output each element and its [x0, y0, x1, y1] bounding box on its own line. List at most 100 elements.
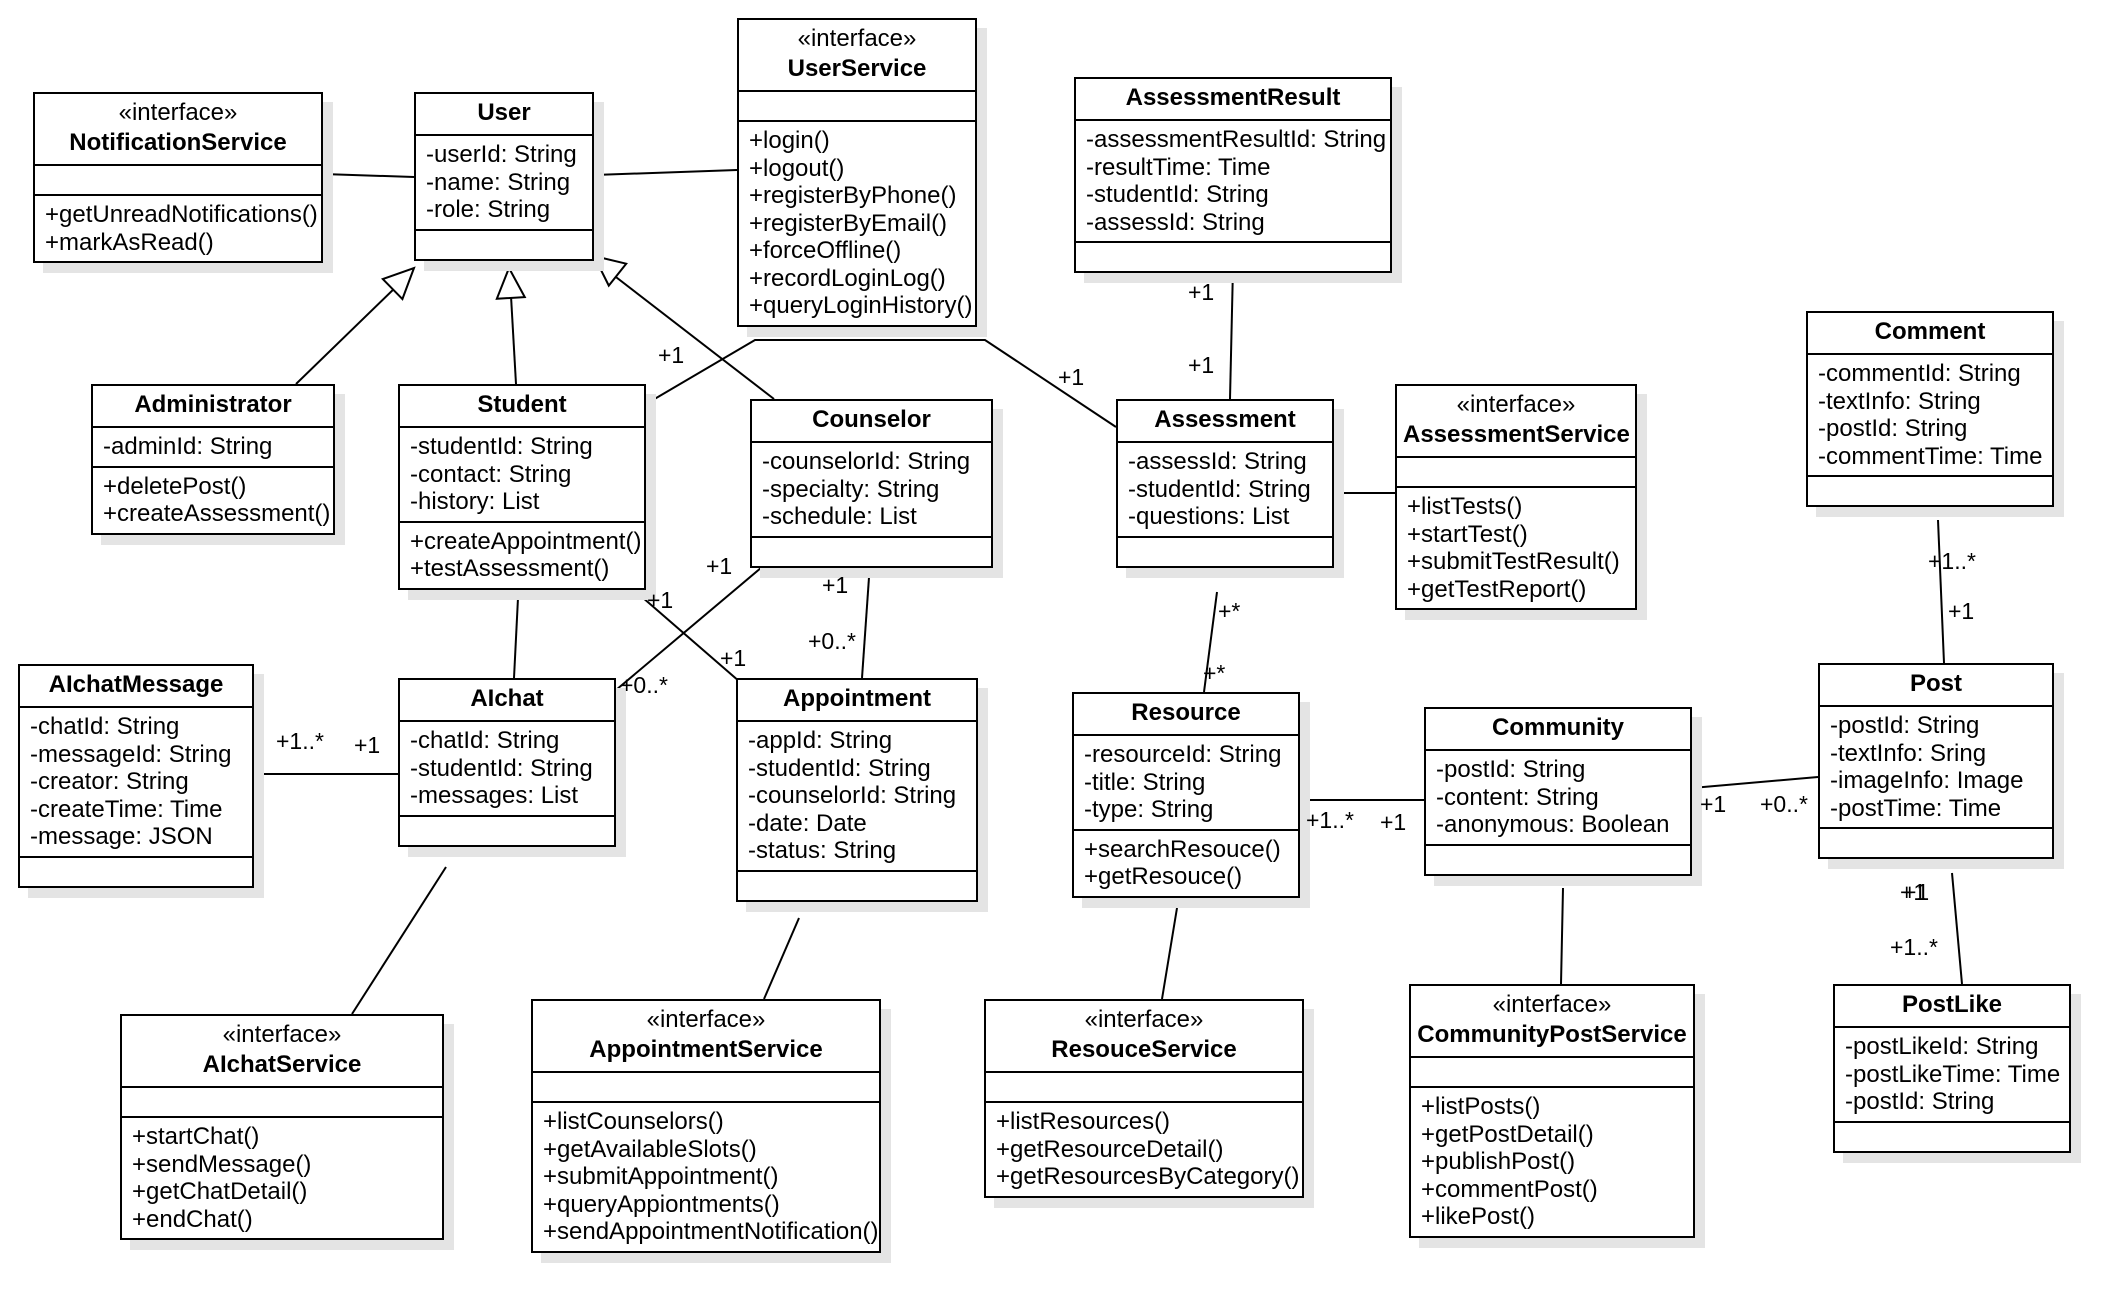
attribute: -adminId: String — [103, 433, 273, 460]
multiplicity-label: +1 — [1900, 879, 1927, 905]
class-name: AssessmentResult — [1125, 84, 1341, 111]
class-name: AssessmentService — [1403, 421, 1630, 448]
stereotype-label: «interface» — [1084, 1006, 1204, 1033]
stereotype-label: «interface» — [646, 1006, 766, 1033]
methods-section: +startChat()+sendMessage()+getChatDetail… — [122, 1118, 442, 1238]
attribute: -studentId: String — [748, 754, 931, 782]
methods-section: +deletePost()+createAssessment() — [93, 468, 333, 533]
methods-section — [752, 538, 991, 566]
attribute: -specialty: String — [762, 475, 940, 503]
attributes-section — [533, 1073, 879, 1103]
class-community: Community-postId: String-content: String… — [1424, 707, 1692, 876]
attribute: -studentId: String — [410, 754, 593, 782]
class-header: AssessmentResult — [1076, 79, 1390, 121]
attributes-section — [1397, 458, 1635, 488]
attributes-section — [739, 92, 975, 122]
class-userservice: «interface»UserService +login()+logout()+… — [737, 18, 977, 327]
multiplicity-label: +0..* — [808, 628, 856, 654]
association-line — [351, 866, 447, 1015]
attribute: -commentId: String — [1818, 360, 2021, 387]
class-header: Counselor — [752, 401, 991, 443]
multiplicity-label: +1 — [1188, 279, 1215, 305]
method: +getTestReport() — [1407, 575, 1587, 603]
class-assessment: Assessment-assessId: String-studentId: S… — [1116, 399, 1334, 568]
methods-section — [1835, 1123, 2069, 1151]
methods-section: +searchResouce()+getResouce() — [1074, 831, 1298, 896]
multiplicity-label: +* — [1218, 598, 1241, 624]
class-notificationservice: «interface»NotificationService+getUnread… — [33, 92, 323, 263]
class-name: AppointmentService — [589, 1036, 823, 1063]
attribute: -userId: String — [426, 141, 577, 168]
methods-section: +listPosts()+getPostDetail()+publishPost… — [1411, 1088, 1693, 1236]
attribute: -name: String — [426, 168, 571, 196]
class-name: Assessment — [1154, 406, 1296, 433]
class-header: «interface»CommunityPostService — [1411, 986, 1693, 1058]
class-appointmentservice: «interface»AppointmentService+listCounse… — [531, 999, 881, 1253]
multiplicity-label: +1 — [647, 587, 674, 613]
methods-section — [20, 858, 252, 886]
association-line — [763, 917, 800, 1000]
class-header: Appointment — [738, 680, 976, 722]
multiplicity-label: +1..* — [276, 728, 324, 754]
method: +registerByEmail() — [749, 209, 948, 237]
class-comment: Comment-commentId: String-textInfo: Stri… — [1806, 311, 2054, 507]
attributes-section: -postLikeId: String-postLikeTime: Time-p… — [1835, 1028, 2069, 1123]
class-resouceservice: «interface»ResouceService+listResources(… — [984, 999, 1304, 1198]
class-header: «interface»UserService — [739, 20, 975, 92]
class-name: Appointment — [783, 685, 931, 712]
attributes-section: -assessmentResultId: String-resultTime: … — [1076, 121, 1390, 243]
methods-section — [1808, 477, 2052, 505]
attribute: -assessId: String — [1128, 448, 1307, 475]
methods-section — [1076, 243, 1390, 271]
multiplicity-label: +1 — [1948, 598, 1975, 624]
methods-section: +login()+logout()+registerByPhone()+regi… — [739, 122, 975, 325]
method: +createAppointment() — [410, 527, 642, 555]
multiplicity-label: +1 — [354, 732, 381, 758]
multiplicity-label: +1 — [720, 645, 747, 671]
class-header: «interface»AssessmentService — [1397, 386, 1635, 458]
class-name: UserService — [787, 55, 927, 82]
class-name: CommunityPostService — [1417, 1021, 1687, 1048]
association-line — [1951, 872, 1963, 985]
multiplicity-label: +1 — [822, 572, 849, 598]
multiplicity-label: +1 — [1058, 364, 1085, 390]
attribute: -message: JSON — [30, 823, 213, 850]
multiplicity-label: +0..* — [620, 672, 668, 698]
attributes-section — [122, 1088, 442, 1118]
attribute: -postId: String — [1436, 756, 1586, 783]
class-aichatmessage: AIchatMessage-chatId: String-messageId: … — [18, 664, 254, 888]
attributes-section: -resourceId: String-title: String-type: … — [1074, 736, 1298, 831]
method: +submitAppointment() — [543, 1163, 779, 1190]
attribute: -postId: String — [1830, 712, 1980, 739]
method: +searchResouce() — [1084, 835, 1281, 863]
class-header: «interface» AppointmentService — [533, 1001, 879, 1073]
class-aichatservice: «interface»AIchatService+startChat()+sen… — [120, 1014, 444, 1240]
method: +getPostDetail() — [1421, 1120, 1594, 1148]
multiplicity-label: +* — [1203, 660, 1226, 686]
class-post: Post-postId: String-textInfo: Sring-imag… — [1818, 663, 2054, 859]
class-communitypostservice: «interface»CommunityPostService +listPost… — [1409, 984, 1695, 1238]
class-name: Administrator — [134, 391, 292, 418]
association-line — [593, 169, 738, 176]
class-postlike: PostLike-postLikeId: String-postLikeTime… — [1833, 984, 2071, 1153]
method: +login() — [749, 127, 830, 154]
method: +testAssessment() — [410, 555, 610, 582]
method: +listTests() — [1407, 493, 1523, 520]
method: +startTest() — [1407, 520, 1528, 548]
multiplicity-label: +1..* — [1306, 807, 1354, 833]
attributes-section: -counselorId: String-specialty: String-s… — [752, 443, 991, 538]
method: +recordLoginLog() — [749, 264, 946, 292]
class-appointment: Appointment-appId: String-studentId: Str… — [736, 678, 978, 902]
class-name: ResouceService — [1051, 1036, 1237, 1063]
attribute: -createTime: Time — [30, 795, 223, 823]
attributes-section: -chatId: String-messageId: String-creato… — [20, 708, 252, 858]
attributes-section — [986, 1073, 1302, 1103]
method: +forceOffline() — [749, 237, 902, 264]
attribute: -counselorId: String — [762, 448, 971, 475]
methods-section — [400, 817, 614, 845]
attribute: -assessmentResultId: String — [1086, 126, 1387, 153]
attributes-section: -userId: String-name: String-role: Strin… — [416, 136, 592, 231]
attribute: -anonymous: Boolean — [1436, 811, 1670, 838]
class-header: Student — [400, 386, 644, 428]
class-header: «interface»NotificationService — [35, 94, 321, 166]
